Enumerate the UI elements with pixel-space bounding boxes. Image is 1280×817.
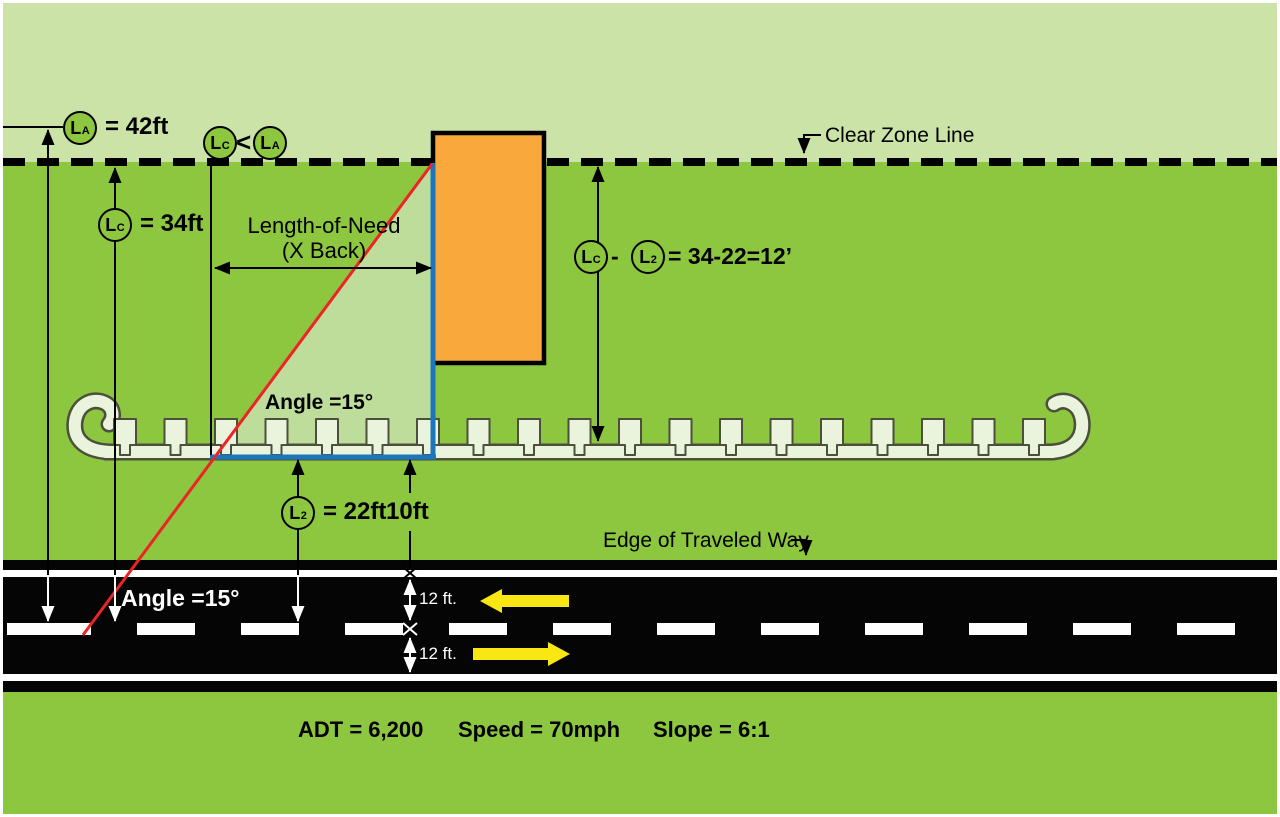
clear-zone-leader: [797, 134, 821, 154]
lc-value: = 34ft: [140, 210, 204, 237]
guardrail-post: [517, 418, 541, 456]
clear-zone-dashed-line: [3, 158, 1277, 166]
lane-x-mark: [402, 622, 418, 636]
road-shoulder-strip-top: [3, 560, 1277, 570]
lane-width-bottom-label: 12 ft.: [419, 644, 457, 663]
guardrail-posts: [113, 418, 1046, 456]
comparison-left-sub: C: [221, 139, 230, 152]
road-edge-line-top: [3, 570, 1277, 577]
lc-minus-l2-left-sub: C: [592, 253, 601, 266]
lc-badge-sub: C: [116, 221, 125, 234]
guardrail-post: [618, 418, 642, 456]
traffic-arrow-right: [473, 642, 570, 666]
length-of-need-line1: Length-of-Need: [247, 213, 401, 238]
edge-of-traveled-way-leader: [791, 539, 813, 556]
hazard-obstacle-box: [430, 130, 547, 366]
traffic-arrow-left: [480, 589, 569, 613]
lc-minus-l2-operator: -: [611, 243, 619, 269]
l2-badge-sub: 2: [300, 509, 307, 522]
stat-speed: Speed = 70mph: [458, 717, 621, 742]
lane-width-top-label: 12 ft.: [419, 589, 457, 608]
lc-minus-l2-right-sub: 2: [650, 253, 657, 266]
edge-of-traveled-way-label: Edge of Traveled Way: [603, 529, 809, 552]
lc-badge-letter: L: [105, 215, 117, 235]
length-of-need-label: Length-of-Need (X Back): [211, 213, 437, 263]
l2-badge-letter: L: [289, 503, 301, 523]
guardrail-post: [466, 418, 491, 456]
offset-value: 10ft: [386, 498, 429, 525]
guardrail-post: [719, 418, 743, 456]
guardrail-post: [769, 418, 794, 456]
departure-path-line: [81, 163, 434, 636]
lc-minus-l2-value: = 34-22=12’: [668, 243, 793, 269]
guardrail-post: [921, 418, 945, 456]
la-badge-letter: L: [70, 118, 82, 138]
guardrail-post: [1022, 418, 1046, 456]
comparison-right-letter: L: [260, 133, 272, 153]
comparison-operator: <: [236, 127, 252, 157]
angle-label-upper: Angle =15°: [265, 391, 374, 414]
clear-zone-label: Clear Zone Line: [825, 124, 975, 147]
comparison-left-letter: L: [210, 133, 222, 153]
angle-label-road: Angle =15°: [121, 585, 240, 611]
road-center-dashed-line: [3, 623, 1277, 635]
lc-minus-l2-right-letter: L: [639, 247, 651, 267]
dimension-lines-white: [41, 577, 418, 673]
guardrail-post: [567, 418, 592, 456]
guardrail-post: [820, 418, 844, 456]
stat-slope: Slope = 6:1: [653, 717, 770, 742]
l2-value: = 22ft: [323, 498, 387, 525]
la-value: = 42ft: [105, 113, 169, 140]
guardrail-post: [971, 418, 996, 456]
lc-minus-l2-left-letter: L: [581, 247, 593, 267]
road-shoulder-strip-bottom: [3, 681, 1277, 692]
guardrail-post: [668, 418, 693, 456]
length-of-need-line2: (X Back): [281, 238, 367, 263]
diagram-graphics: [3, 126, 1091, 673]
road-edge-line-bottom: [3, 674, 1277, 681]
guardrail-post: [870, 418, 895, 456]
la-badge-sub: A: [81, 124, 90, 137]
offset-x-mark: [402, 566, 418, 580]
comparison-right-sub: A: [271, 139, 280, 152]
guardrail-post: [163, 418, 188, 456]
stat-adt: ADT = 6,200: [298, 717, 424, 742]
